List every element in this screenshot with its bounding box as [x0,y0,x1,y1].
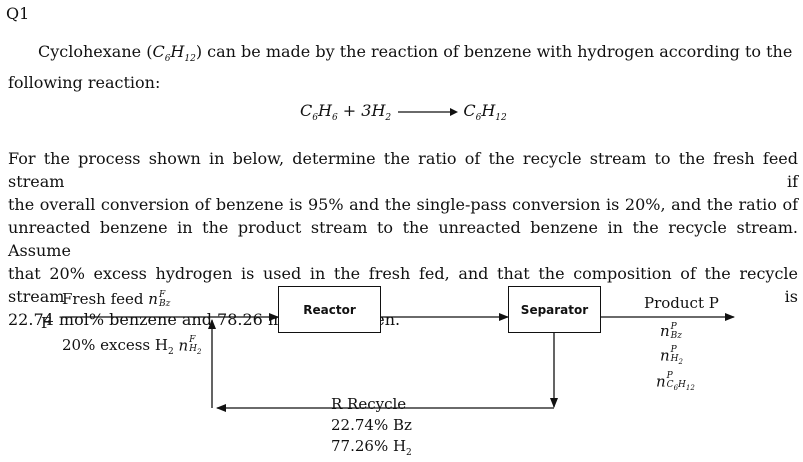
recycle-label: R Recycle [331,395,407,413]
product-bz-sup: P [670,322,677,332]
problem-line-1: For the process shown in below, determin… [8,149,798,191]
product-cyclohexane: C6H12 [463,101,507,124]
excess-h2-sub: H2 [189,344,202,356]
product-c6h12-var: n [656,372,666,391]
recycle-h2-text: 77.26% H [331,437,407,455]
product-c6h12-sup: P [666,371,673,381]
separator-box: Separator [508,286,601,333]
question-label: Q1 [6,4,30,23]
product-c6h12-sub: C6H12 [666,380,695,392]
excess-h2-text: 20% excess H2 [62,336,174,358]
reaction-equation: C6H6 + 3H2 C6H12 [300,101,507,123]
problem-text: For the process shown in below, determin… [8,147,798,331]
product-h2-var: n [660,346,670,365]
reaction-arrow-icon [398,107,459,116]
fresh-feed-text: Fresh feed [62,290,144,308]
problem-line-3: unreacted benzene in the product stream … [8,218,798,260]
product-label: Product P [644,294,719,312]
reactant-hydrogen: 3H2 [361,101,392,124]
recycle-bz-text: 22.74% Bz [331,416,412,434]
product-h2-sub: H2 [670,354,683,366]
reactant-benzene: C6H6 [300,101,338,124]
fresh-feed-var: n [148,290,158,308]
excess-h2-sup: F [189,335,196,345]
product-h2-sup: P [670,345,677,355]
reactor-box: Reactor [278,286,381,333]
excess-h2-var: n [178,336,189,355]
excess-h2-prefix: 20% excess H [62,336,168,355]
intro-line-1: Cyclohexane (C6H12) can be made by the r… [38,42,793,65]
fresh-feed-sup: F [158,290,166,300]
intro-line-2: following reaction: [8,73,161,93]
plus-sign: + [342,101,357,120]
problem-line-2: the overall conversion of benzene is 95%… [8,195,798,214]
recycle-bz: 22.74% Bz [331,416,412,434]
fresh-feed-sub: Bz [158,299,171,309]
stream-f-label: F [41,314,52,332]
intro-text: Cyclohexane (C6H12) can be made by the r… [8,40,798,94]
product-bz-sub: Bz [670,331,683,341]
recycle-h2: 77.26% H2 [331,437,412,458]
product-bz-var: n [660,322,670,340]
